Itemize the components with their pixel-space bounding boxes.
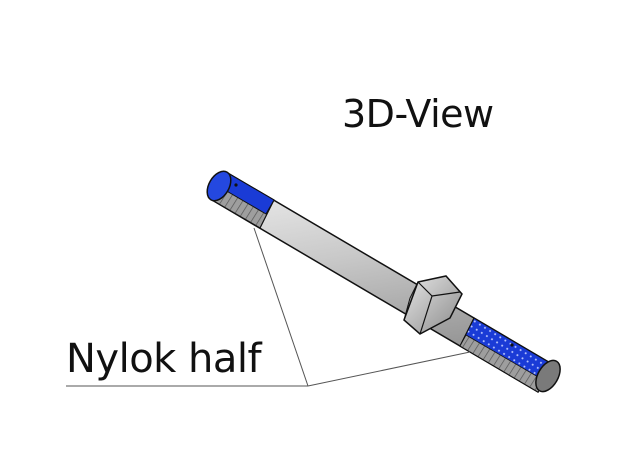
- callout-leaders: [66, 227, 471, 387]
- upper-center-dot: [234, 183, 238, 187]
- hex-shoulder: [403, 275, 463, 335]
- lower-end-face: [535, 359, 561, 393]
- view-title: 3D-View: [342, 92, 494, 136]
- upper-end-face: [206, 170, 232, 202]
- lower-center-dot: [510, 343, 514, 347]
- nylok-callout-label: Nylok half: [66, 336, 262, 382]
- lower-thread-shade: [459, 334, 546, 393]
